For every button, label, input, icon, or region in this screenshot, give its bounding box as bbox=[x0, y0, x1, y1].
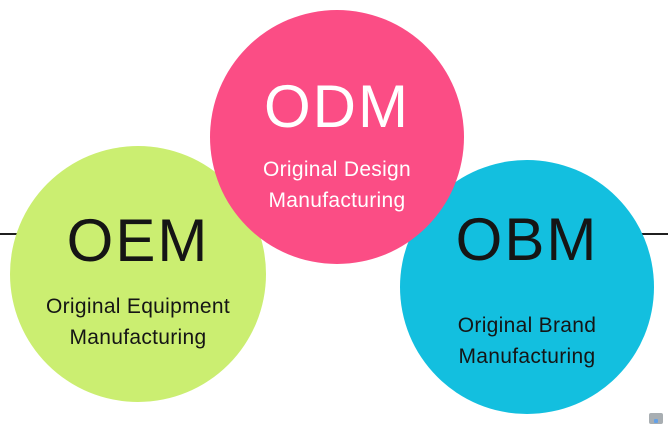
odm-description-line: Original Design bbox=[262, 158, 412, 181]
odm-circle: ODM Original Design Manufacturing bbox=[210, 10, 464, 264]
obm-description: Original Brand Manufacturing bbox=[400, 310, 654, 372]
oem-description-line: Original Equipment bbox=[46, 295, 230, 318]
oem-description: Original Equipment Manufacturing bbox=[10, 291, 266, 353]
oem-description-line: Manufacturing bbox=[69, 326, 207, 349]
obm-description-line: Original Brand bbox=[457, 314, 597, 337]
obm-acronym-title: OBM bbox=[455, 206, 599, 273]
cursor-fragment-icon bbox=[649, 413, 663, 424]
odm-description: Original Design Manufacturing bbox=[210, 154, 464, 216]
odm-description-line: Manufacturing bbox=[268, 189, 406, 212]
obm-description-line: Manufacturing bbox=[458, 345, 596, 368]
cursor-fragment-speck bbox=[654, 419, 658, 423]
odm-acronym-title: ODM bbox=[264, 73, 410, 140]
oem-acronym-title: OEM bbox=[66, 207, 210, 274]
